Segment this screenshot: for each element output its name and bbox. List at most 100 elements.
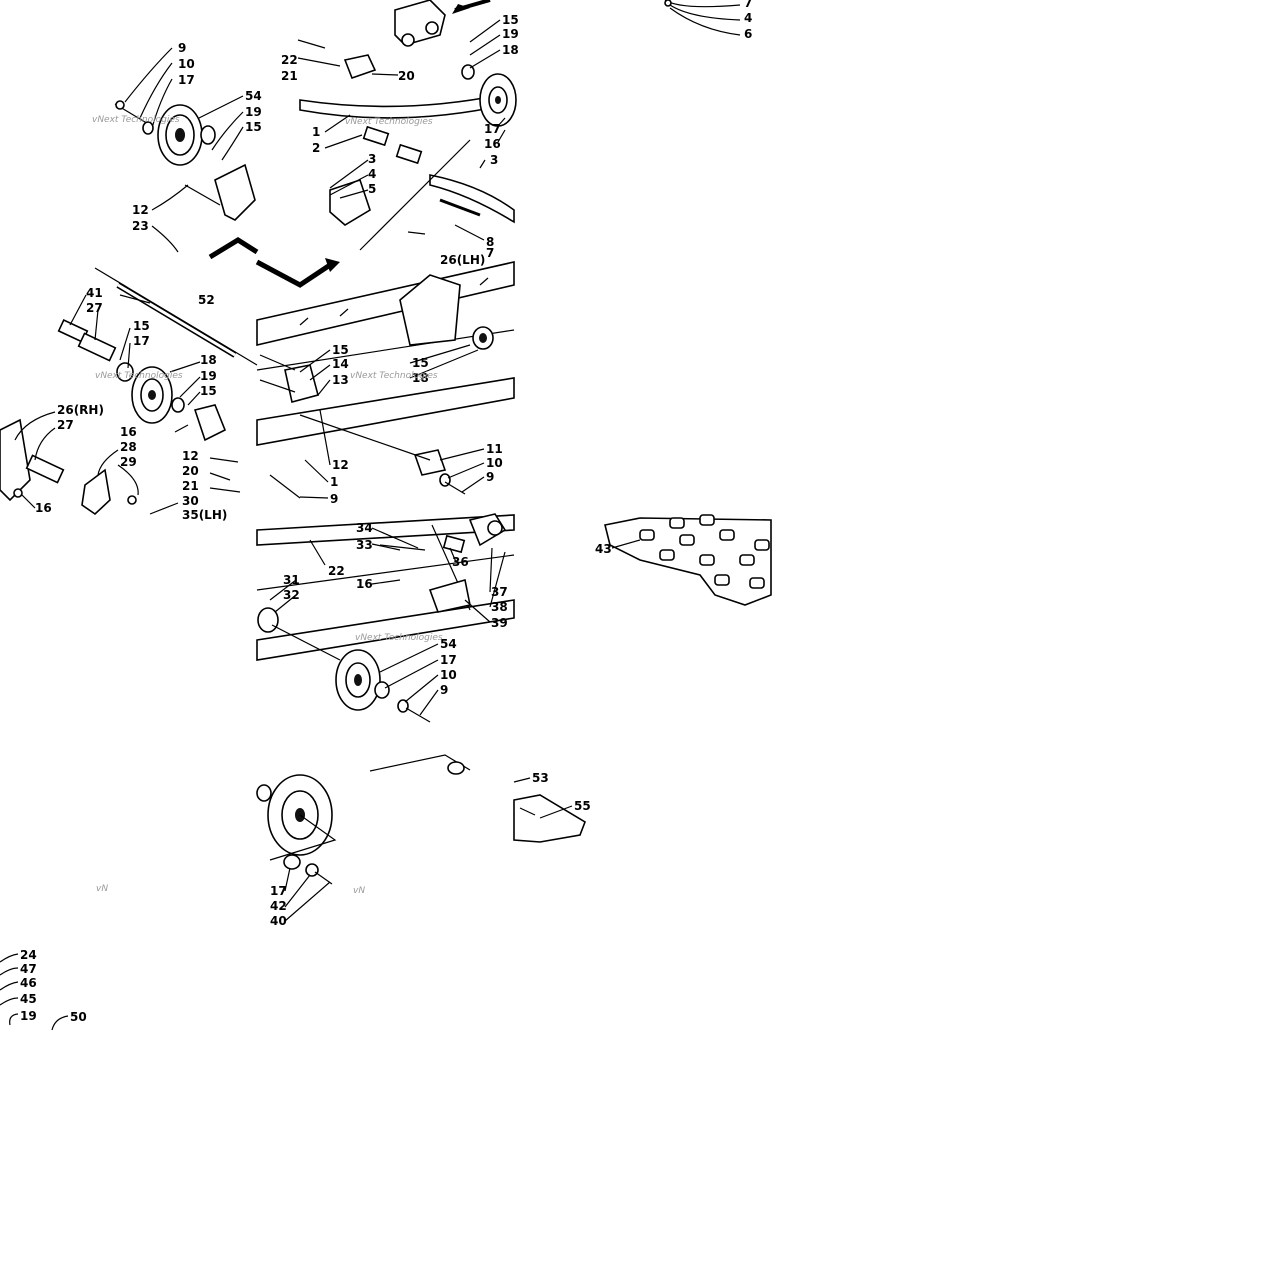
callout: 17 bbox=[133, 334, 150, 348]
watermark: vNext Technologies bbox=[355, 633, 443, 643]
callout: 35(LH) bbox=[182, 508, 227, 522]
callout: 1 bbox=[330, 475, 338, 489]
callout: 54 bbox=[440, 637, 457, 651]
callout: 12 bbox=[182, 449, 199, 463]
callout: 43 bbox=[595, 542, 612, 556]
callout: 52 bbox=[198, 293, 215, 307]
track-cleats bbox=[604, 514, 772, 606]
callout: 16 bbox=[120, 425, 137, 439]
callout: 11 bbox=[486, 442, 503, 456]
callout: 15 bbox=[502, 13, 519, 27]
tile-bottom-center: 53 55 17 42 40 vN bbox=[256, 754, 591, 928]
callout: 36 bbox=[452, 555, 469, 569]
callout: 7 bbox=[744, 0, 752, 10]
callout: 2 bbox=[312, 141, 320, 155]
callout: 15 bbox=[200, 384, 217, 398]
callout: 22 bbox=[328, 564, 345, 578]
callout: 27 bbox=[57, 418, 74, 432]
callout: 29 bbox=[120, 455, 137, 469]
watermark: vNext Technologies bbox=[95, 371, 183, 381]
callout: 15 bbox=[412, 356, 429, 370]
callout: 54 bbox=[245, 89, 262, 103]
callout: 19 bbox=[245, 105, 262, 119]
tile-top-right: 7 4 6 bbox=[664, 0, 752, 41]
callout: 47 bbox=[20, 962, 37, 976]
callout: 18 bbox=[502, 43, 519, 57]
callout: 3 bbox=[368, 152, 376, 166]
callout: 10 bbox=[440, 668, 457, 682]
tile-middle-center: 26(LH) 15 14 13 15 18 12 1 11 10 9 9 vNe… bbox=[256, 253, 515, 506]
callout: 4 bbox=[744, 11, 752, 25]
watermark: vN bbox=[353, 886, 365, 896]
callout: 32 bbox=[283, 588, 300, 602]
callout: 19 bbox=[20, 1009, 37, 1023]
callout: 10 bbox=[486, 456, 503, 470]
callout: 21 bbox=[182, 479, 199, 493]
callout: 9 bbox=[178, 41, 186, 55]
callout: 17 bbox=[270, 884, 287, 898]
callout: 24 bbox=[20, 948, 37, 962]
callout: 12 bbox=[332, 458, 349, 472]
callout: 10 bbox=[178, 57, 195, 71]
callout: 17 bbox=[440, 653, 457, 667]
callout: 17 bbox=[178, 73, 195, 87]
tile-bottom-left: vN 24 47 46 45 19 50 bbox=[0, 884, 108, 1031]
tile-top-left: 9 10 17 54 19 15 12 23 vNext Technologie… bbox=[92, 41, 262, 260]
callout: 15 bbox=[133, 319, 150, 333]
callout: 14 bbox=[332, 357, 349, 371]
callout: 50 bbox=[70, 1010, 87, 1024]
callout: 31 bbox=[283, 573, 300, 587]
watermark: vNext Technologies bbox=[345, 117, 433, 127]
callout: 45 bbox=[20, 992, 37, 1006]
callout: 46 bbox=[20, 976, 37, 990]
callout: 1 bbox=[312, 125, 320, 139]
callout: 19 bbox=[502, 27, 519, 41]
callout: 15 bbox=[245, 120, 262, 134]
callout: 18 bbox=[200, 353, 217, 367]
callout: 5 bbox=[368, 182, 376, 196]
callout: 42 bbox=[270, 899, 287, 913]
callout: 18 bbox=[412, 371, 429, 385]
callout: 12 bbox=[132, 203, 149, 217]
tile-middle-left: 41 27 52 15 17 18 19 15 26(RH) 27 16 28 … bbox=[0, 267, 258, 522]
callout: 34 bbox=[356, 521, 373, 535]
callout: 38 bbox=[491, 600, 508, 614]
callout: 28 bbox=[120, 440, 137, 454]
callout: 39 bbox=[491, 616, 508, 630]
callout: 21 bbox=[281, 69, 298, 83]
callout: 20 bbox=[398, 69, 415, 83]
callout: 26(RH) bbox=[57, 403, 104, 417]
watermark: vN bbox=[96, 884, 108, 894]
idler-wheel bbox=[142, 104, 216, 166]
tile-lower-right: 43 bbox=[595, 514, 772, 606]
callout: 4 bbox=[368, 167, 376, 181]
callout: 8 bbox=[486, 235, 494, 249]
callout: 16 bbox=[356, 577, 373, 591]
callout: 7 bbox=[486, 246, 494, 260]
callout: 9 bbox=[440, 683, 448, 697]
tile-lower-center: 34 33 22 16 31 32 36 37 38 39 54 17 10 9… bbox=[256, 513, 515, 723]
callout: 40 bbox=[270, 914, 287, 928]
callout: 17 bbox=[484, 122, 501, 136]
callout: 13 bbox=[332, 373, 349, 387]
callout: 9 bbox=[486, 470, 494, 484]
callout: 16 bbox=[35, 501, 52, 515]
tile-top-center: 22 21 20 15 19 18 1 2 3 4 5 17 16 3 8 7 … bbox=[255, 0, 519, 288]
callout: 3 bbox=[490, 153, 498, 167]
callout: 33 bbox=[356, 538, 373, 552]
callout: 27 bbox=[86, 301, 103, 315]
callout: 30 bbox=[182, 494, 199, 508]
callout: 20 bbox=[182, 464, 199, 478]
callout: 9 bbox=[330, 492, 338, 506]
callout: 26(LH) bbox=[440, 253, 485, 267]
callout: 23 bbox=[132, 219, 149, 233]
callout: 19 bbox=[200, 369, 217, 383]
callout: 6 bbox=[744, 27, 752, 41]
watermark: vNext Technologies bbox=[92, 115, 180, 125]
callout: 41 bbox=[86, 286, 103, 300]
callout: 55 bbox=[574, 799, 591, 813]
watermark: vNext Technologies bbox=[350, 371, 438, 381]
callout: 15 bbox=[332, 343, 349, 357]
callout: 53 bbox=[532, 771, 549, 785]
